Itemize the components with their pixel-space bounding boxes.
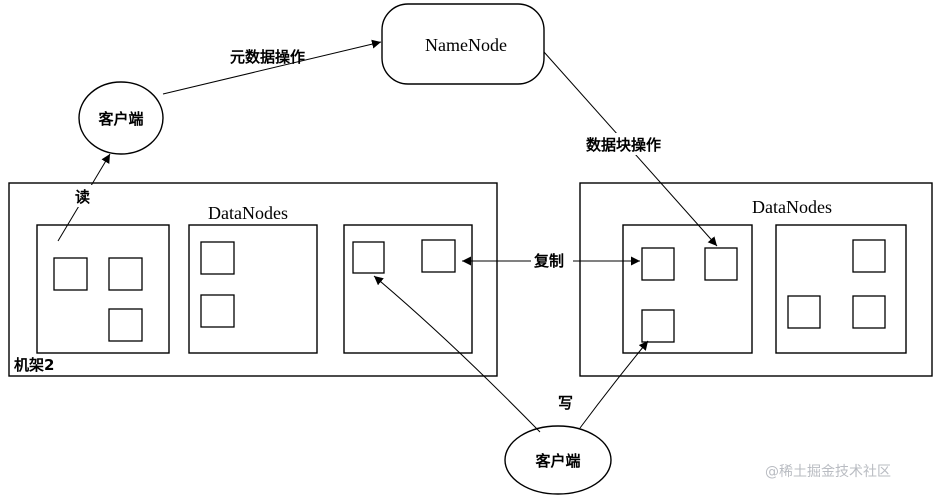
data-block: [421, 239, 456, 273]
datanode-left-2: [188, 224, 318, 354]
data-block: [200, 294, 235, 328]
replicate-label: 复制: [533, 252, 564, 270]
client-bottom-label: 客户端: [534, 452, 580, 470]
data-block: [200, 241, 235, 275]
data-block: [852, 239, 886, 273]
namenode-node: NameNode: [381, 3, 545, 85]
data-block: [352, 241, 385, 274]
data-block: [641, 309, 675, 343]
datanode-left-3: [343, 224, 473, 354]
write-arrow-left: [373, 275, 541, 433]
datanode-left-1: [36, 224, 170, 354]
write-label: 写: [558, 394, 573, 412]
data-block: [108, 308, 143, 342]
metadata-op-arrow: [162, 39, 382, 95]
datanode-right-2: [775, 224, 907, 354]
data-block: [852, 295, 886, 329]
rack-left-label: 机架2: [14, 356, 54, 374]
client-top-node: 客户端: [78, 81, 164, 155]
client-top-label: 客户端: [97, 110, 143, 128]
datanode-right-1: [622, 224, 753, 354]
read-label: 读: [75, 188, 90, 206]
write-arrow-right: [579, 340, 649, 429]
data-block: [53, 257, 88, 291]
client-bottom-node: 客户端: [504, 425, 612, 495]
data-block: [787, 295, 821, 329]
block-op-label: 数据块操作: [586, 136, 661, 154]
data-block: [704, 247, 738, 281]
rack-right-title: DataNodes: [752, 197, 832, 217]
data-block: [108, 257, 143, 291]
watermark: @稀土掘金技术社区: [765, 464, 891, 480]
rack-right: DataNodes: [579, 182, 933, 377]
rack-left: DataNodes 机架2: [8, 182, 498, 377]
metadata-op-label: 元数据操作: [230, 48, 305, 66]
namenode-label: NameNode: [425, 35, 507, 55]
rack-left-title: DataNodes: [208, 203, 288, 223]
data-block: [641, 247, 675, 281]
